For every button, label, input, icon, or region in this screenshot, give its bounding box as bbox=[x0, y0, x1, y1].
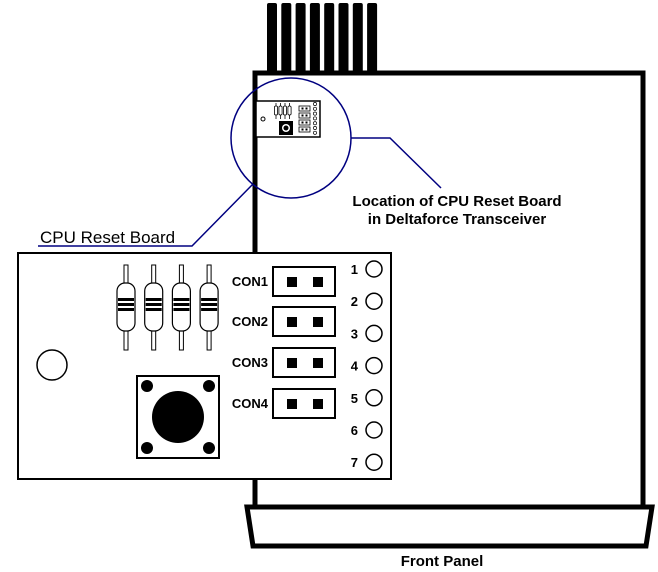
jumper-pin bbox=[287, 358, 297, 368]
pin-1: 1 bbox=[351, 260, 383, 278]
front-panel bbox=[244, 504, 655, 549]
connector-con1: CON1 bbox=[232, 266, 336, 297]
pin-hole bbox=[365, 260, 383, 278]
pin-hole bbox=[365, 324, 383, 343]
pin-3: 3 bbox=[351, 324, 383, 343]
pin-label: 5 bbox=[351, 391, 358, 406]
heatsink-fin bbox=[324, 3, 335, 73]
mounting-hole bbox=[36, 349, 68, 381]
pin-hole bbox=[365, 421, 383, 439]
connector-con2: CON2 bbox=[232, 306, 336, 337]
jumper-pin bbox=[287, 317, 297, 327]
pin-hole bbox=[365, 292, 383, 310]
connector-label: CON4 bbox=[232, 396, 269, 411]
pin-4: 4 bbox=[351, 356, 383, 375]
board-callout-line bbox=[38, 183, 254, 247]
pin-label: 1 bbox=[351, 262, 358, 277]
location-callout-line bbox=[351, 137, 442, 189]
location-label-line2: in Deltaforce Transceiver bbox=[368, 211, 547, 228]
mini-board bbox=[255, 100, 321, 138]
pin-hole bbox=[365, 356, 383, 375]
resistor-group bbox=[116, 264, 219, 351]
reset-button bbox=[136, 375, 220, 459]
jumper-pin bbox=[287, 277, 297, 287]
connector-con3: CON3 bbox=[232, 347, 336, 378]
board-title: CPU Reset Board bbox=[40, 228, 175, 247]
heatsink-fin bbox=[309, 3, 320, 73]
pin-label: 7 bbox=[351, 455, 358, 470]
pin-label: 6 bbox=[351, 423, 358, 438]
resistor bbox=[144, 264, 164, 351]
pin-hole bbox=[365, 389, 383, 407]
resistor bbox=[116, 264, 136, 351]
pin-6: 6 bbox=[351, 421, 383, 439]
pin-2: 2 bbox=[351, 292, 383, 310]
jumper-pin bbox=[313, 399, 323, 409]
heatsink-fin bbox=[352, 3, 363, 73]
jumper-pin bbox=[313, 317, 323, 327]
connector-label: CON3 bbox=[232, 355, 268, 370]
resistor bbox=[199, 264, 219, 351]
jumper-pin bbox=[313, 277, 323, 287]
heatsink-fin bbox=[295, 3, 306, 73]
heatsink-fin bbox=[367, 3, 378, 73]
jumper-pin bbox=[313, 358, 323, 368]
pin-label: 4 bbox=[351, 359, 359, 374]
connector-con4: CON4 bbox=[232, 388, 336, 419]
resistor bbox=[171, 264, 191, 351]
pin-label: 2 bbox=[351, 294, 358, 309]
location-label-line1: Location of CPU Reset Board bbox=[352, 193, 561, 210]
heatsink-fin bbox=[267, 3, 277, 73]
connector-label: CON1 bbox=[232, 274, 268, 289]
pin-group: 1 2 3 4 5 6 7 bbox=[351, 260, 383, 471]
heatsink bbox=[267, 3, 378, 73]
reset-button-cap bbox=[152, 391, 204, 443]
pin-7: 7 bbox=[351, 453, 383, 471]
pin-hole bbox=[365, 453, 383, 471]
jumper-pin bbox=[287, 399, 297, 409]
front-panel-label: Front Panel bbox=[401, 553, 484, 570]
pin-5: 5 bbox=[351, 389, 383, 407]
heatsink-fin bbox=[281, 3, 292, 73]
connector-label: CON2 bbox=[232, 314, 268, 329]
pin-label: 3 bbox=[351, 326, 358, 341]
heatsink-fin bbox=[338, 3, 349, 73]
